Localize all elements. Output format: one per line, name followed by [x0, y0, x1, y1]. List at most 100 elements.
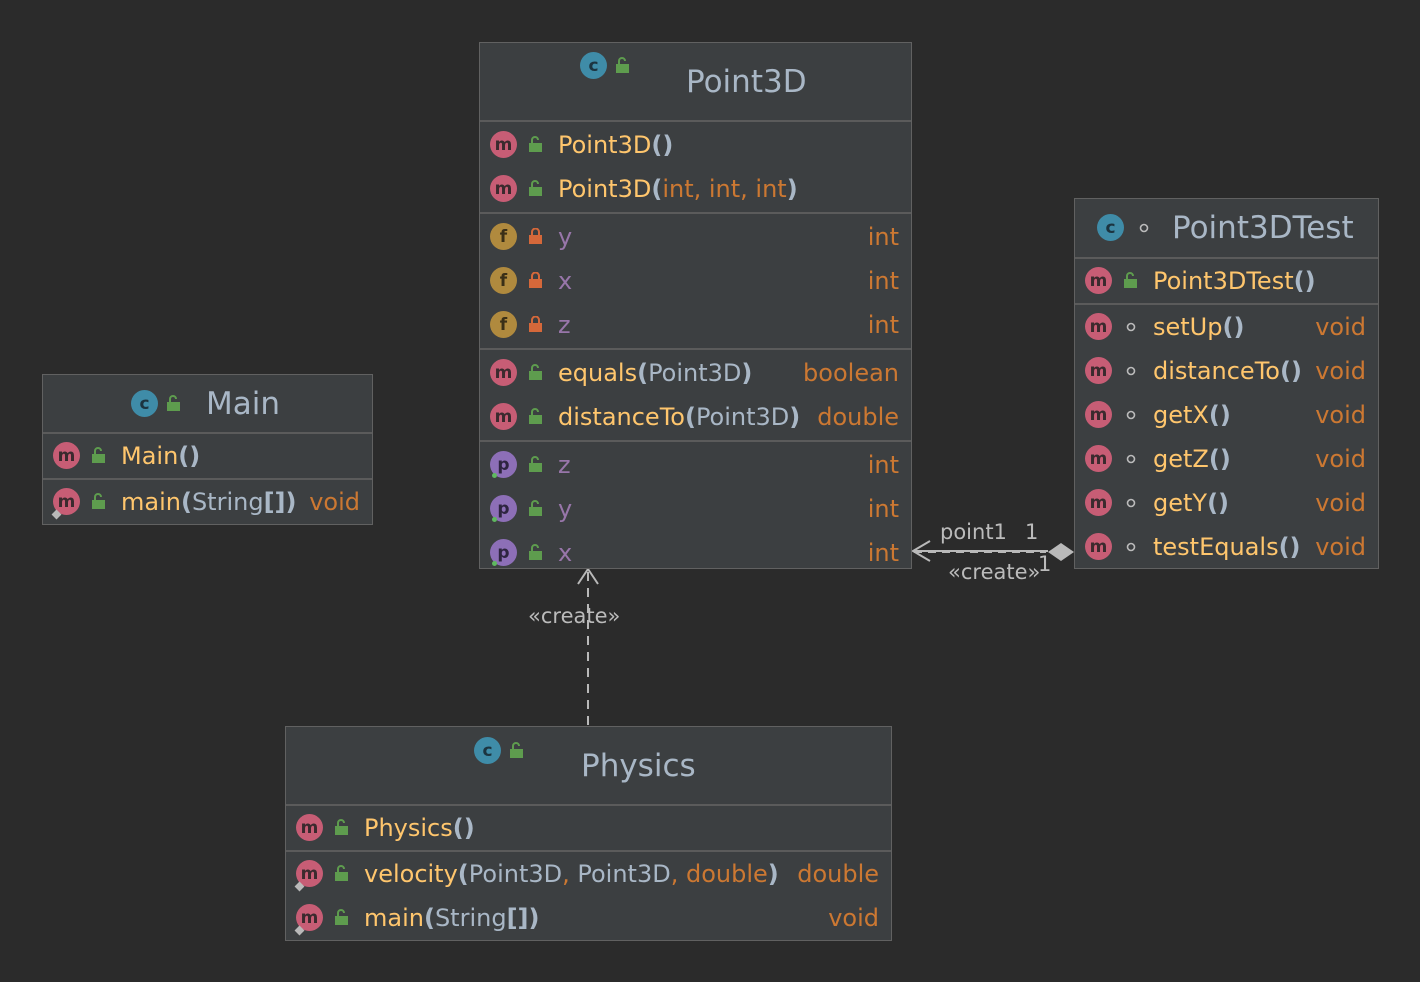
package-private-icon — [1126, 410, 1136, 420]
public-icon — [335, 909, 348, 925]
methods-section: m setUp() void m distanceTo() void m get… — [1075, 305, 1378, 569]
method-row[interactable]: m getZ() void — [1075, 437, 1378, 481]
constructors-section: m Point3D() m Point3D(int, int, int) — [480, 122, 911, 214]
method-icon: m — [296, 904, 323, 931]
class-main[interactable]: c Main m Main() m main(String[]) void — [42, 374, 373, 525]
field-row[interactable]: f y int — [480, 215, 911, 259]
private-lock-icon — [529, 316, 542, 332]
property-type: int — [867, 495, 899, 523]
field-icon: f — [490, 267, 517, 294]
method-row[interactable]: m setUp() void — [1075, 305, 1378, 349]
method-icon: m — [53, 488, 80, 515]
member-signature: getY() — [1153, 489, 1230, 517]
return-type: void — [1315, 533, 1366, 561]
property-row[interactable]: p y int — [480, 487, 911, 531]
property-icon: p — [490, 539, 517, 566]
composition-association — [911, 540, 1074, 562]
public-icon — [529, 408, 542, 424]
public-icon — [529, 500, 542, 516]
method-row[interactable]: m getY() void — [1075, 481, 1378, 525]
member-signature: distanceTo(Point3D) — [558, 403, 801, 431]
role-label: point1 — [940, 520, 1007, 544]
property-type: int — [867, 539, 899, 567]
member-signature: Point3DTest() — [1153, 267, 1316, 295]
methods-section: m main(String[]) void — [43, 480, 372, 524]
field-row[interactable]: f z int — [480, 303, 911, 347]
method-row[interactable]: m distanceTo(Point3D) double — [480, 395, 911, 439]
property-name: y — [558, 495, 573, 523]
method-icon: m — [490, 359, 517, 386]
method-row[interactable]: m main(String[]) void — [43, 480, 372, 524]
field-icon: f — [490, 311, 517, 338]
runnable-class-icon: c — [474, 737, 501, 764]
field-row[interactable]: f x int — [480, 259, 911, 303]
class-name: Point3DTest — [1172, 210, 1354, 246]
create-label: «create» — [528, 604, 621, 628]
property-row[interactable]: p z int — [480, 443, 911, 487]
property-marker-icon — [492, 561, 497, 566]
package-private-icon — [1126, 366, 1136, 376]
constructor-row[interactable]: m Main() — [43, 434, 372, 478]
methods-section: m equals(Point3D) boolean m distanceTo(P… — [480, 350, 911, 442]
public-icon — [529, 364, 542, 380]
public-icon — [510, 742, 523, 758]
field-type: int — [867, 267, 899, 295]
class-name: Point3D — [686, 63, 807, 100]
class-point3dtest[interactable]: c Point3DTest m Point3DTest() m setUp() … — [1074, 198, 1379, 569]
constructors-section: m Main() — [43, 434, 372, 480]
class-physics[interactable]: c Physics m Physics() m velocity(Point3D… — [285, 726, 892, 941]
method-icon: m — [53, 442, 80, 469]
property-name: x — [558, 539, 573, 567]
method-row[interactable]: m main(String[]) void — [286, 896, 891, 940]
package-private-icon — [1126, 498, 1136, 508]
field-type: int — [867, 311, 899, 339]
method-icon: m — [296, 814, 323, 841]
constructor-row[interactable]: m Point3DTest() — [1075, 259, 1378, 303]
method-icon: m — [490, 175, 517, 202]
class-point3d[interactable]: c Point3D m Point3D() m Point3D(int, int… — [479, 42, 912, 569]
property-row[interactable]: p x int — [480, 531, 911, 575]
class-icon: c — [580, 52, 607, 79]
member-signature: Point3D() — [558, 131, 674, 159]
field-name: z — [558, 311, 571, 339]
field-name: y — [558, 223, 573, 251]
public-icon — [335, 819, 348, 835]
constructors-section: m Physics() — [286, 806, 891, 852]
constructor-row[interactable]: m Point3D(int, int, int) — [480, 167, 911, 211]
class-header: c Point3DTest — [1075, 199, 1378, 259]
member-signature: getZ() — [1153, 445, 1231, 473]
package-private-icon — [1126, 454, 1136, 464]
return-type: double — [797, 860, 879, 888]
constructor-row[interactable]: m Point3D() — [480, 123, 911, 167]
member-signature: Physics() — [364, 814, 475, 842]
package-private-icon — [1126, 322, 1136, 332]
method-icon: m — [490, 403, 517, 430]
method-row[interactable]: m getX() void — [1075, 393, 1378, 437]
return-type: void — [1315, 445, 1366, 473]
class-name: Main — [206, 385, 281, 422]
method-icon: m — [1085, 401, 1112, 428]
package-private-icon — [1126, 542, 1136, 552]
public-icon — [1124, 272, 1137, 288]
package-private-icon — [1139, 223, 1149, 232]
method-row[interactable]: m velocity(Point3D, Point3D, double) dou… — [286, 852, 891, 896]
class-name: Physics — [581, 747, 696, 784]
field-type: int — [867, 223, 899, 251]
property-icon: p — [490, 495, 517, 522]
public-icon — [616, 57, 629, 73]
class-header: c Main — [43, 375, 372, 434]
create-label: «create» — [948, 560, 1041, 584]
return-type: boolean — [803, 359, 899, 387]
method-icon: m — [1085, 445, 1112, 472]
method-row[interactable]: m testEquals() void — [1075, 525, 1378, 569]
public-icon — [335, 865, 348, 881]
public-icon — [92, 493, 105, 509]
return-type: void — [1315, 313, 1366, 341]
method-row[interactable]: m equals(Point3D) boolean — [480, 351, 911, 395]
field-icon: f — [490, 223, 517, 250]
property-type: int — [867, 451, 899, 479]
method-row[interactable]: m distanceTo() void — [1075, 349, 1378, 393]
constructor-row[interactable]: m Physics() — [286, 806, 891, 850]
member-signature: Main() — [121, 442, 201, 470]
